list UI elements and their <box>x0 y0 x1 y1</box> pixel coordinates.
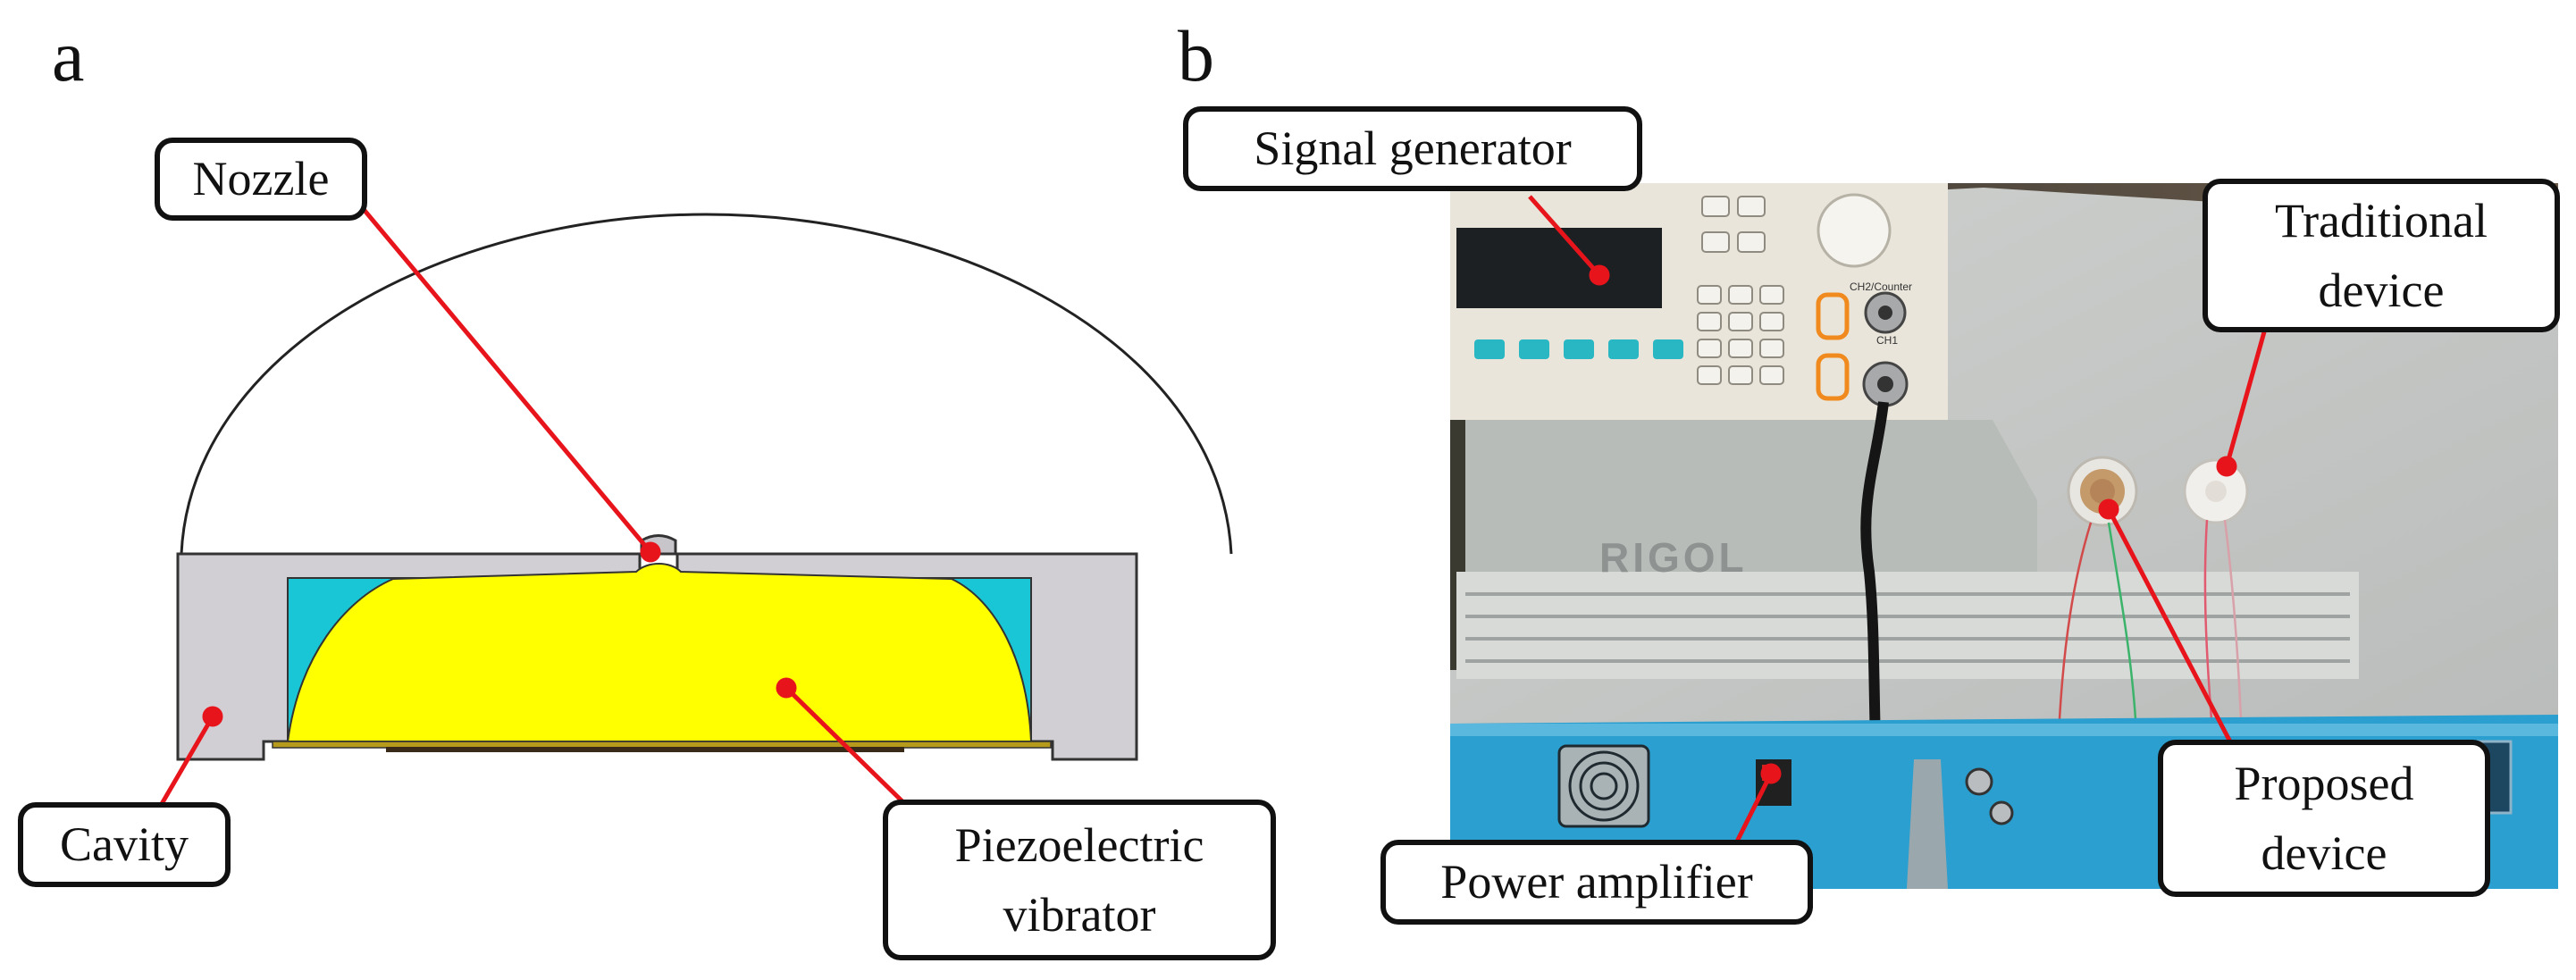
traditional-device-callout: Traditional device <box>2203 179 2560 332</box>
proposed-leader <box>2106 507 2236 750</box>
traditional-label-line1: Traditional <box>2274 193 2488 247</box>
fan-grille <box>1557 744 1650 828</box>
traditional-leader <box>2224 328 2268 467</box>
dome-outline <box>180 213 1233 555</box>
cavity-callout: Cavity <box>18 802 231 887</box>
power-amplifier-leader <box>1731 772 1774 850</box>
power-amplifier-label: Power amplifier <box>1440 855 1753 909</box>
signal-generator-label: Signal generator <box>1254 121 1572 176</box>
ch2-label: CH2/Counter <box>1850 281 1912 293</box>
amplifier-output-cable <box>1907 759 1948 889</box>
proposed-leader-dot <box>2098 498 2119 520</box>
electrode <box>386 747 904 752</box>
signal-generator-leader-dot <box>1589 264 1610 286</box>
nozzle-label: Nozzle <box>192 152 330 206</box>
proposed-device-callout: Proposed device <box>2158 740 2490 897</box>
generator-screen <box>1456 228 1662 308</box>
piezo-label-line1: Piezoelectric <box>954 817 1204 872</box>
power-amplifier-callout: Power amplifier <box>1380 840 1813 925</box>
panel-a-label: a <box>52 15 85 96</box>
softkey <box>1653 339 1683 359</box>
nozzle-leader-dot <box>640 541 661 563</box>
panel-b-label: b <box>1178 15 1214 96</box>
signal-generator-leader <box>1528 195 1601 277</box>
cavity-label: Cavity <box>60 817 189 872</box>
softkey <box>1564 339 1594 359</box>
output-terminal <box>1965 767 1993 796</box>
proposed-label-line2: device <box>2261 826 2387 880</box>
piezo-callout: Piezoelectric vibrator <box>883 800 1276 960</box>
piezoelectric-vibrator <box>286 563 1033 742</box>
nozzle-leader <box>360 205 652 554</box>
proposed-label-line1: Proposed <box>2234 756 2414 810</box>
power-amplifier-leader-dot <box>1760 763 1782 784</box>
traditional-leader-dot <box>2216 456 2237 477</box>
softkey <box>1474 339 1505 359</box>
cavity-leader-dot <box>202 706 223 727</box>
channel-key <box>1816 353 1850 401</box>
cavity-leader <box>156 715 215 810</box>
nozzle-callout: Nozzle <box>155 138 367 221</box>
brand-text: RIGOL <box>1599 534 1748 581</box>
traditional-label-line2: device <box>2318 264 2445 317</box>
ch1-label: CH1 <box>1876 334 1898 347</box>
piezo-leader <box>785 686 911 810</box>
piezo-label-line2: vibrator <box>1003 888 1156 942</box>
rotary-knob <box>1817 193 1892 268</box>
output-terminal <box>1989 800 2014 825</box>
channel-key <box>1816 292 1850 340</box>
softkey <box>1519 339 1549 359</box>
signal-generator-callout: Signal generator <box>1183 106 1642 191</box>
grey-instrument-case <box>1465 420 2037 572</box>
piezo-leader-dot <box>776 677 797 699</box>
softkey <box>1608 339 1639 359</box>
